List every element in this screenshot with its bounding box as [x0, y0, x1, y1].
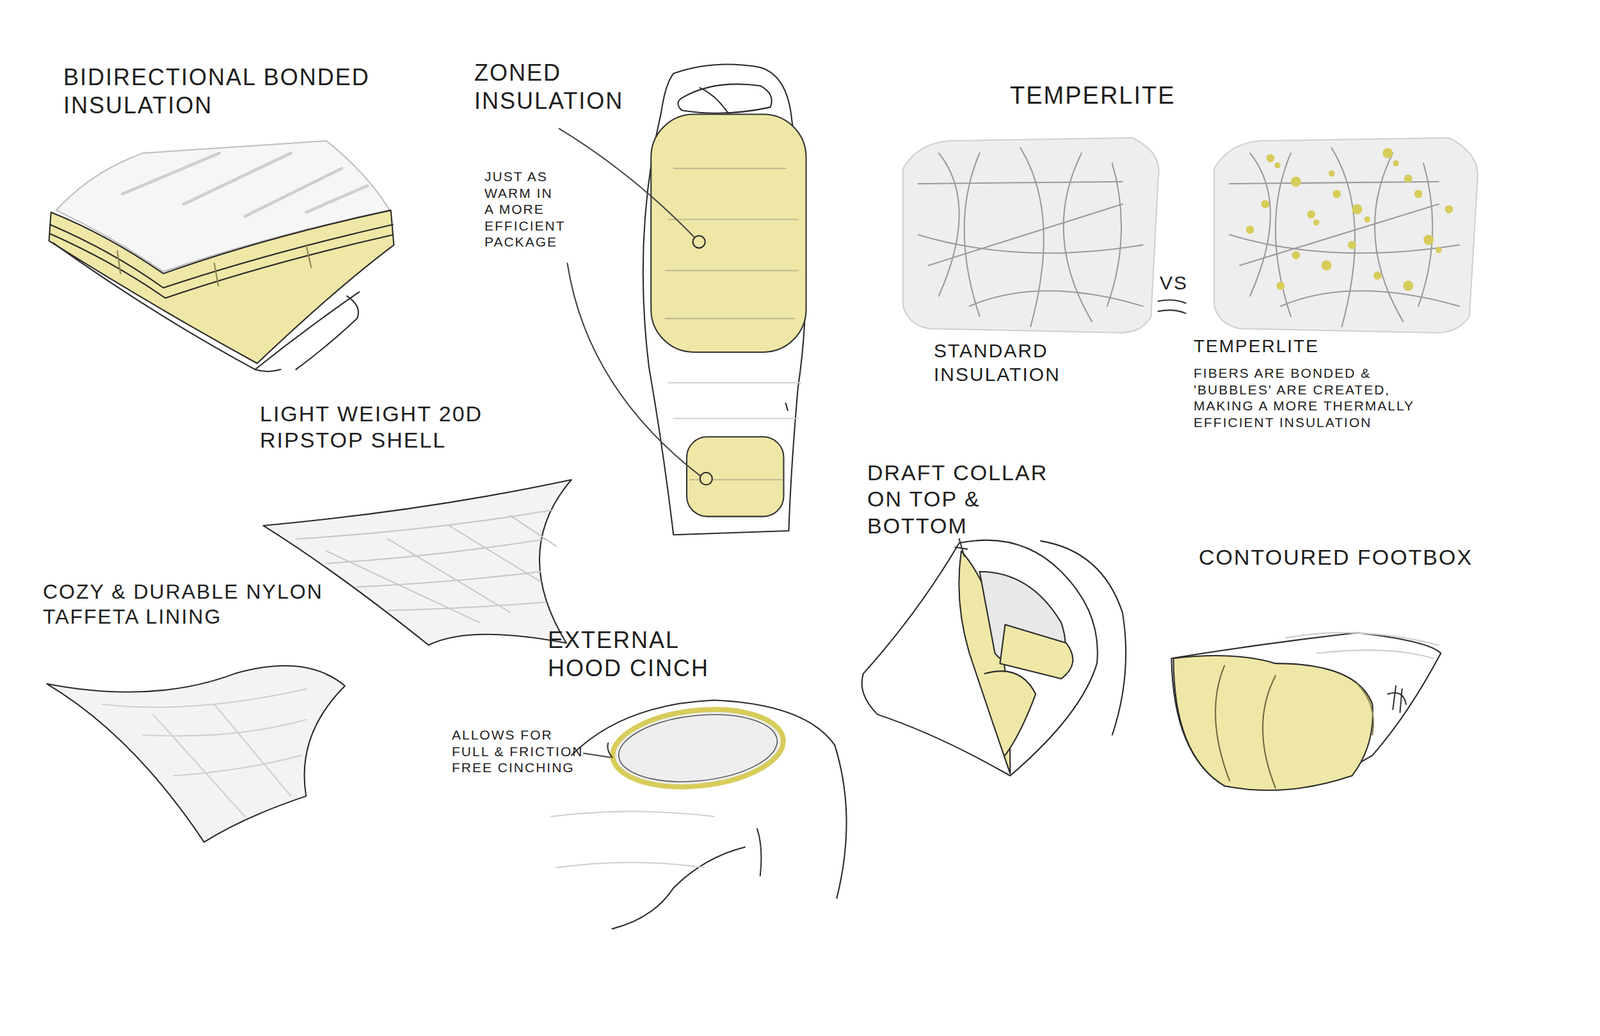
insulation-cubes: [903, 137, 1478, 333]
feature-label: VS: [1159, 271, 1205, 296]
footbox-sketch: [1171, 632, 1441, 790]
feature-label: TEMPERLITE: [1009, 80, 1241, 111]
feature-label: BIDIRECTIONAL BONDED INSULATION: [63, 63, 397, 120]
taffeta-lining-sketch: [46, 665, 345, 842]
draft-collar-sketch: [862, 538, 1126, 776]
feature-label: FIBERS ARE BONDED & 'BUBBLES' ARE CREATE…: [1193, 364, 1444, 431]
feature-label: JUST AS WARM IN A MORE EFFICIENT PACKAGE: [484, 168, 565, 251]
feature-label: ALLOWS FOR FULL & FRICTION FREE CINCHING: [451, 726, 587, 776]
feature-label: STANDARD INSULATION: [933, 339, 1120, 386]
feature-label: LIGHT WEIGHT 20D RIPSTOP SHELL: [259, 400, 561, 454]
ripstop-shell-sketch: [263, 479, 572, 645]
feature-label: COZY & DURABLE NYLON TAFFETA LINING: [42, 579, 325, 630]
feature-label: TEMPERLITE: [1193, 335, 1399, 358]
feature-label: DRAFT COLLAR ON TOP & BOTTOM: [867, 459, 1072, 539]
feature-label: ZONED INSULATION: [474, 58, 654, 116]
feature-label: EXTERNAL HOOD CINCH: [547, 625, 728, 683]
feature-label: CONTOURED FOOTBOX: [1198, 544, 1500, 571]
hood-cinch-sketch: [551, 700, 847, 929]
sleeping-bag-sketch: [559, 64, 807, 536]
bonded-insulation-sketch: [49, 140, 395, 372]
